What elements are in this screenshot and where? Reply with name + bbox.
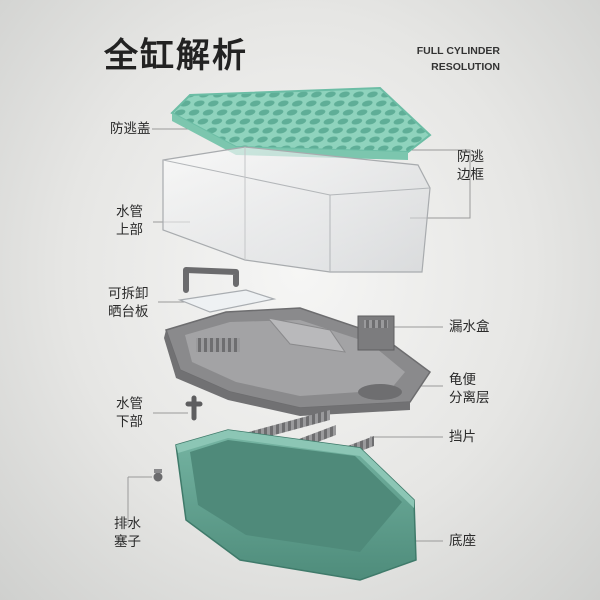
label-escape-cover: 防逃盖 xyxy=(110,121,151,137)
lower-pipe-part xyxy=(185,395,203,421)
label-lower-pipe: 水管 下部 xyxy=(116,395,143,431)
base-part xyxy=(175,429,417,581)
label-upper-pipe-line1: 水管 xyxy=(116,204,143,220)
label-base: 底座 xyxy=(449,533,476,549)
label-drain-plug-line2: 塞子 xyxy=(114,534,141,550)
label-sun-board-line2: 晒台板 xyxy=(108,304,149,320)
label-escape-frame: 防逃 边框 xyxy=(457,148,484,184)
label-separator-line1: 龟便 xyxy=(449,372,476,388)
label-separator: 龟便 分离层 xyxy=(449,371,490,407)
label-drain-plug-line1: 排水 xyxy=(114,516,141,532)
label-lower-pipe-line1: 水管 xyxy=(116,396,143,412)
page-title: 全缸解析 xyxy=(104,36,248,76)
label-escape-frame-line1: 防逃 xyxy=(457,149,484,165)
label-baffle: 挡片 xyxy=(449,429,476,445)
page-subtitle: FULL CYLINDER RESOLUTION xyxy=(417,43,500,75)
upper-pipe-part xyxy=(183,267,239,293)
label-sun-board-line1: 可拆卸 xyxy=(108,286,149,302)
label-separator-line2: 分离层 xyxy=(449,390,490,406)
drain-plug-part xyxy=(153,469,163,482)
label-upper-pipe-line2: 上部 xyxy=(116,222,143,238)
subtitle-line-1: FULL CYLINDER xyxy=(416,45,500,57)
escape-frame-part xyxy=(162,146,431,273)
escape-cover-part xyxy=(170,86,432,160)
label-upper-pipe: 水管 上部 xyxy=(116,203,143,239)
label-sun-board: 可拆卸 晒台板 xyxy=(108,285,149,321)
label-leak-box: 漏水盒 xyxy=(449,319,490,335)
label-drain-plug: 排水 塞子 xyxy=(114,515,141,551)
separation-tray-part xyxy=(164,307,432,416)
label-lower-pipe-line2: 下部 xyxy=(116,414,143,430)
sun-board-part xyxy=(177,289,277,313)
label-escape-frame-line2: 边框 xyxy=(457,167,484,183)
subtitle-line-2: RESOLUTION xyxy=(431,61,500,73)
